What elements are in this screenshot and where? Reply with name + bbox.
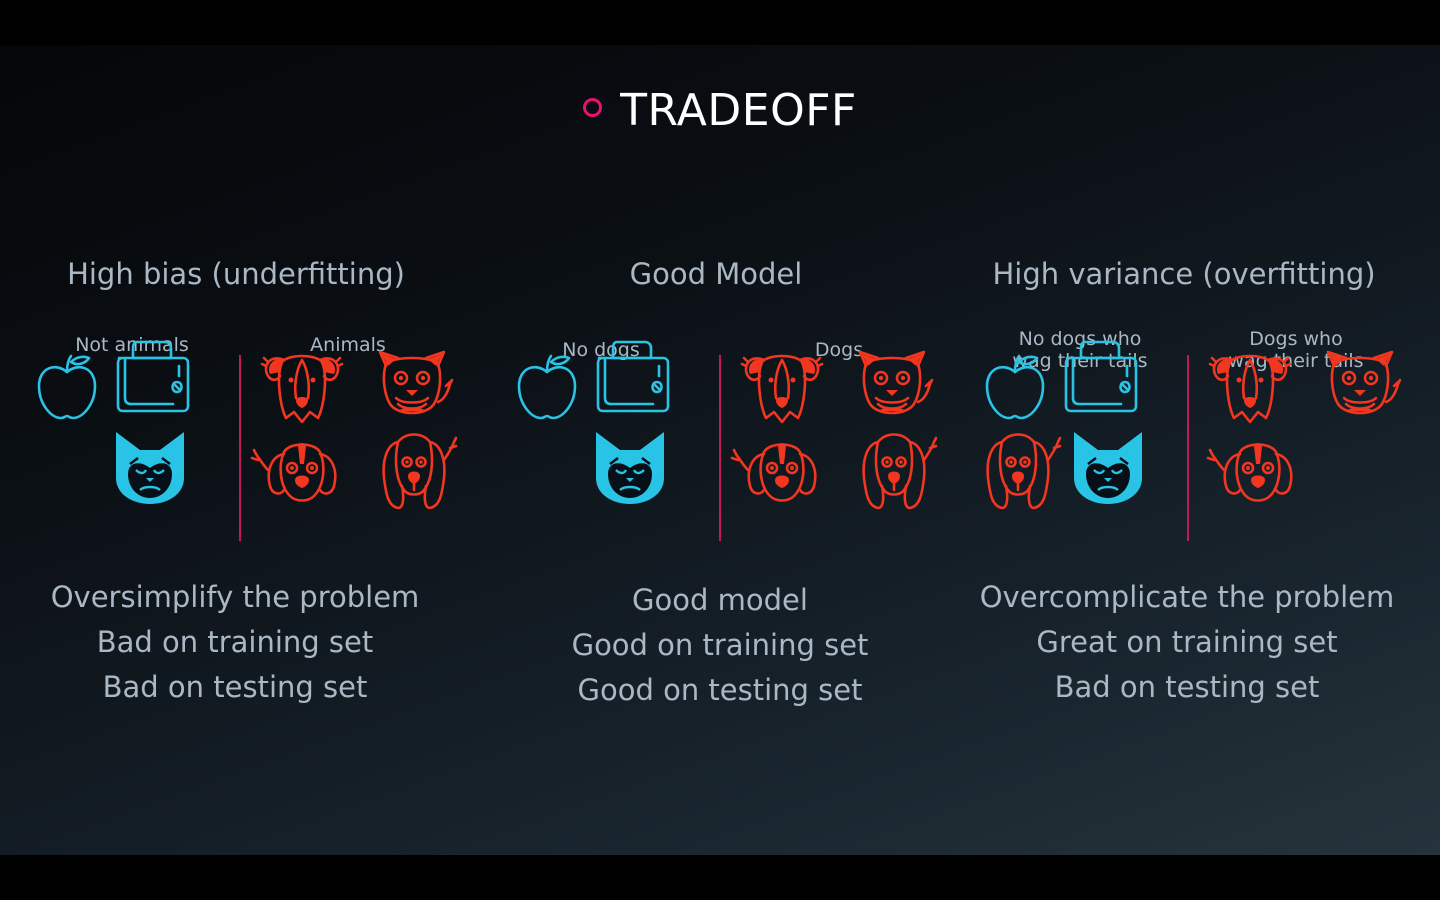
group-label-dogs: Dogs: [814, 339, 864, 361]
dog-floppy-ears-icon: [740, 346, 824, 426]
col2-line-2: Good on training set: [571, 628, 869, 662]
slide-title: TRADEOFF: [0, 85, 1440, 136]
column-heading-good-model: Good Model: [629, 257, 803, 291]
divider-good-model: [719, 355, 721, 541]
slide: TRADEOFF High bias (underfitting) Good M…: [0, 45, 1440, 855]
apple-icon: [975, 346, 1055, 426]
spaniel-icon: [978, 430, 1062, 510]
terrier-icon: [852, 346, 934, 426]
bullet-circle-icon: [583, 98, 603, 117]
apple-icon: [27, 346, 107, 426]
beagle-icon: [730, 430, 822, 510]
spaniel-icon: [854, 430, 938, 510]
grumpy-cat-icon: [110, 428, 190, 508]
col2-line-1: Good model: [632, 583, 808, 617]
col1-line-1: Oversimplify the problem: [50, 580, 420, 614]
terrier-icon: [1320, 346, 1402, 426]
col3-line-2: Great on training set: [1036, 625, 1338, 659]
grumpy-cat-icon: [1068, 428, 1148, 508]
beagle-icon: [250, 430, 342, 510]
group-label-no-dogs: No dogs: [562, 339, 640, 361]
terrier-icon: [372, 346, 454, 426]
toaster-icon: [113, 336, 193, 416]
letterbox-top: [0, 0, 1440, 45]
column-heading-underfitting: High bias (underfitting): [67, 257, 405, 291]
divider-underfitting: [239, 355, 241, 541]
group-label-animals: Animals: [310, 334, 386, 356]
toaster-icon: [1061, 336, 1141, 416]
dog-floppy-ears-icon: [1208, 346, 1292, 426]
grumpy-cat-icon: [590, 428, 670, 508]
col1-line-2: Bad on training set: [96, 625, 374, 659]
column-heading-overfitting: High variance (overfitting): [992, 257, 1376, 291]
apple-icon: [507, 346, 587, 426]
col1-line-3: Bad on testing set: [102, 670, 368, 704]
toaster-icon: [593, 336, 673, 416]
divider-overfitting: [1187, 355, 1189, 541]
beagle-icon: [1206, 430, 1298, 510]
col3-line-1: Overcomplicate the problem: [979, 580, 1395, 614]
spaniel-icon: [374, 430, 458, 510]
letterbox-bottom: [0, 855, 1440, 900]
dog-floppy-ears-icon: [260, 346, 344, 426]
slide-title-text: TRADEOFF: [620, 85, 857, 136]
col2-line-3: Good on testing set: [577, 673, 863, 707]
group-label-no-tail-waggers: No dogs who wag their tails: [1012, 328, 1148, 372]
col3-line-3: Bad on testing set: [1054, 670, 1320, 704]
